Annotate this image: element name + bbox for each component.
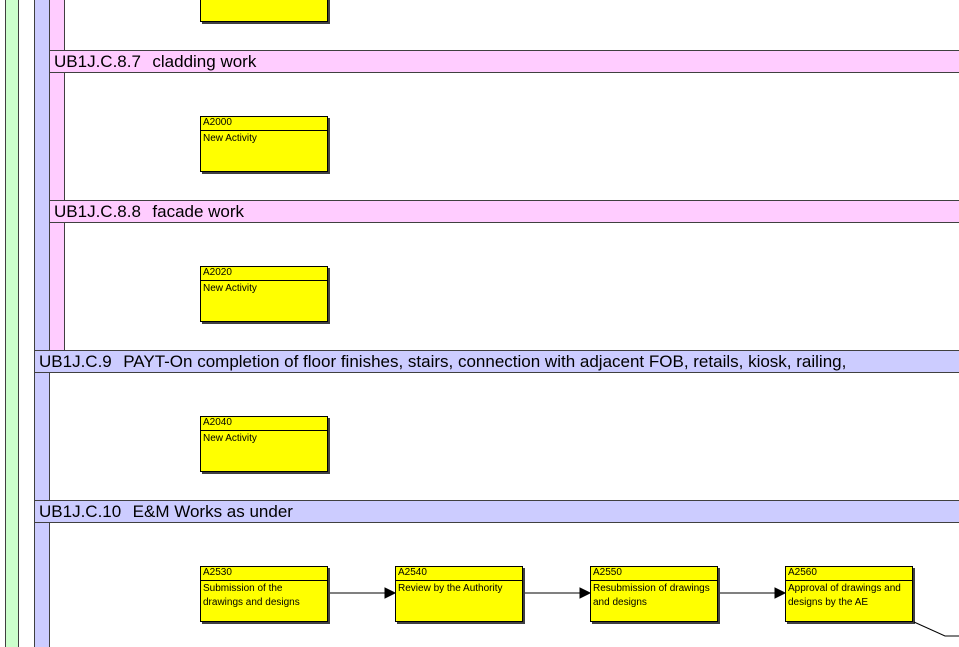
activity-box-a2560[interactable]: A2560 Approval of drawings and designs b… bbox=[785, 566, 913, 622]
activity-id: A2550 bbox=[591, 567, 717, 581]
activity-box-a2540[interactable]: A2540 Review by the Authority bbox=[395, 566, 523, 622]
activity-id: A2560 bbox=[786, 567, 912, 581]
link-a2560-offscreen bbox=[913, 621, 959, 637]
wbs-band-em-works[interactable]: UB1J.C.10 E&M Works as under bbox=[35, 500, 959, 523]
wbs-band-facade-work[interactable]: UB1J.C.8.8 facade work bbox=[50, 200, 959, 223]
activity-box-a2020[interactable]: A2020 New Activity bbox=[200, 266, 328, 322]
arrow-head bbox=[384, 587, 397, 599]
wbs-level-band-pink bbox=[50, 0, 65, 350]
arrow-head bbox=[774, 587, 787, 599]
activity-id: A2040 bbox=[201, 417, 327, 431]
wbs-title: cladding work bbox=[152, 52, 257, 71]
wbs-band-payt[interactable]: UB1J.C.9 PAYT-On completion of floor fin… bbox=[35, 350, 959, 373]
wbs-band-cladding-work[interactable]: UB1J.C.8.7 cladding work bbox=[50, 50, 959, 73]
wbs-title: E&M Works as under bbox=[132, 502, 293, 521]
activity-box-a2040[interactable]: A2040 New Activity bbox=[200, 416, 328, 472]
activity-box-a2550[interactable]: A2550 Resubmission of drawings and desig… bbox=[590, 566, 718, 622]
activity-name: Submission of the drawings and designs bbox=[203, 583, 300, 608]
activity-box-a2000[interactable]: A2000 New Activity bbox=[200, 116, 328, 172]
wbs-code: UB1J.C.9 bbox=[39, 352, 112, 371]
wbs-code: UB1J.C.8.8 bbox=[54, 202, 141, 221]
activity-name: Review by the Authority bbox=[398, 583, 503, 594]
activity-name: Approval of drawings and designs by the … bbox=[788, 583, 901, 608]
wbs-title: facade work bbox=[152, 202, 245, 221]
activity-name: New Activity bbox=[203, 133, 257, 144]
wbs-level-band-white bbox=[19, 0, 35, 647]
activity-id: A2000 bbox=[201, 117, 327, 131]
wbs-code: UB1J.C.10 bbox=[39, 502, 122, 521]
activity-box-partial[interactable] bbox=[200, 0, 328, 22]
activity-name: New Activity bbox=[203, 433, 257, 444]
wbs-code: UB1J.C.8.7 bbox=[54, 52, 141, 71]
activity-id: A2540 bbox=[396, 567, 522, 581]
wbs-title: PAYT-On completion of floor finishes, st… bbox=[123, 352, 847, 371]
activity-name: New Activity bbox=[203, 283, 257, 294]
activity-id: A2530 bbox=[201, 567, 327, 581]
wbs-level-band-green bbox=[5, 0, 19, 647]
activity-name: Resubmission of drawings and designs bbox=[593, 583, 710, 608]
activity-box-a2530[interactable]: A2530 Submission of the drawings and des… bbox=[200, 566, 328, 622]
arrow-head bbox=[579, 587, 592, 599]
activity-id: A2020 bbox=[201, 267, 327, 281]
